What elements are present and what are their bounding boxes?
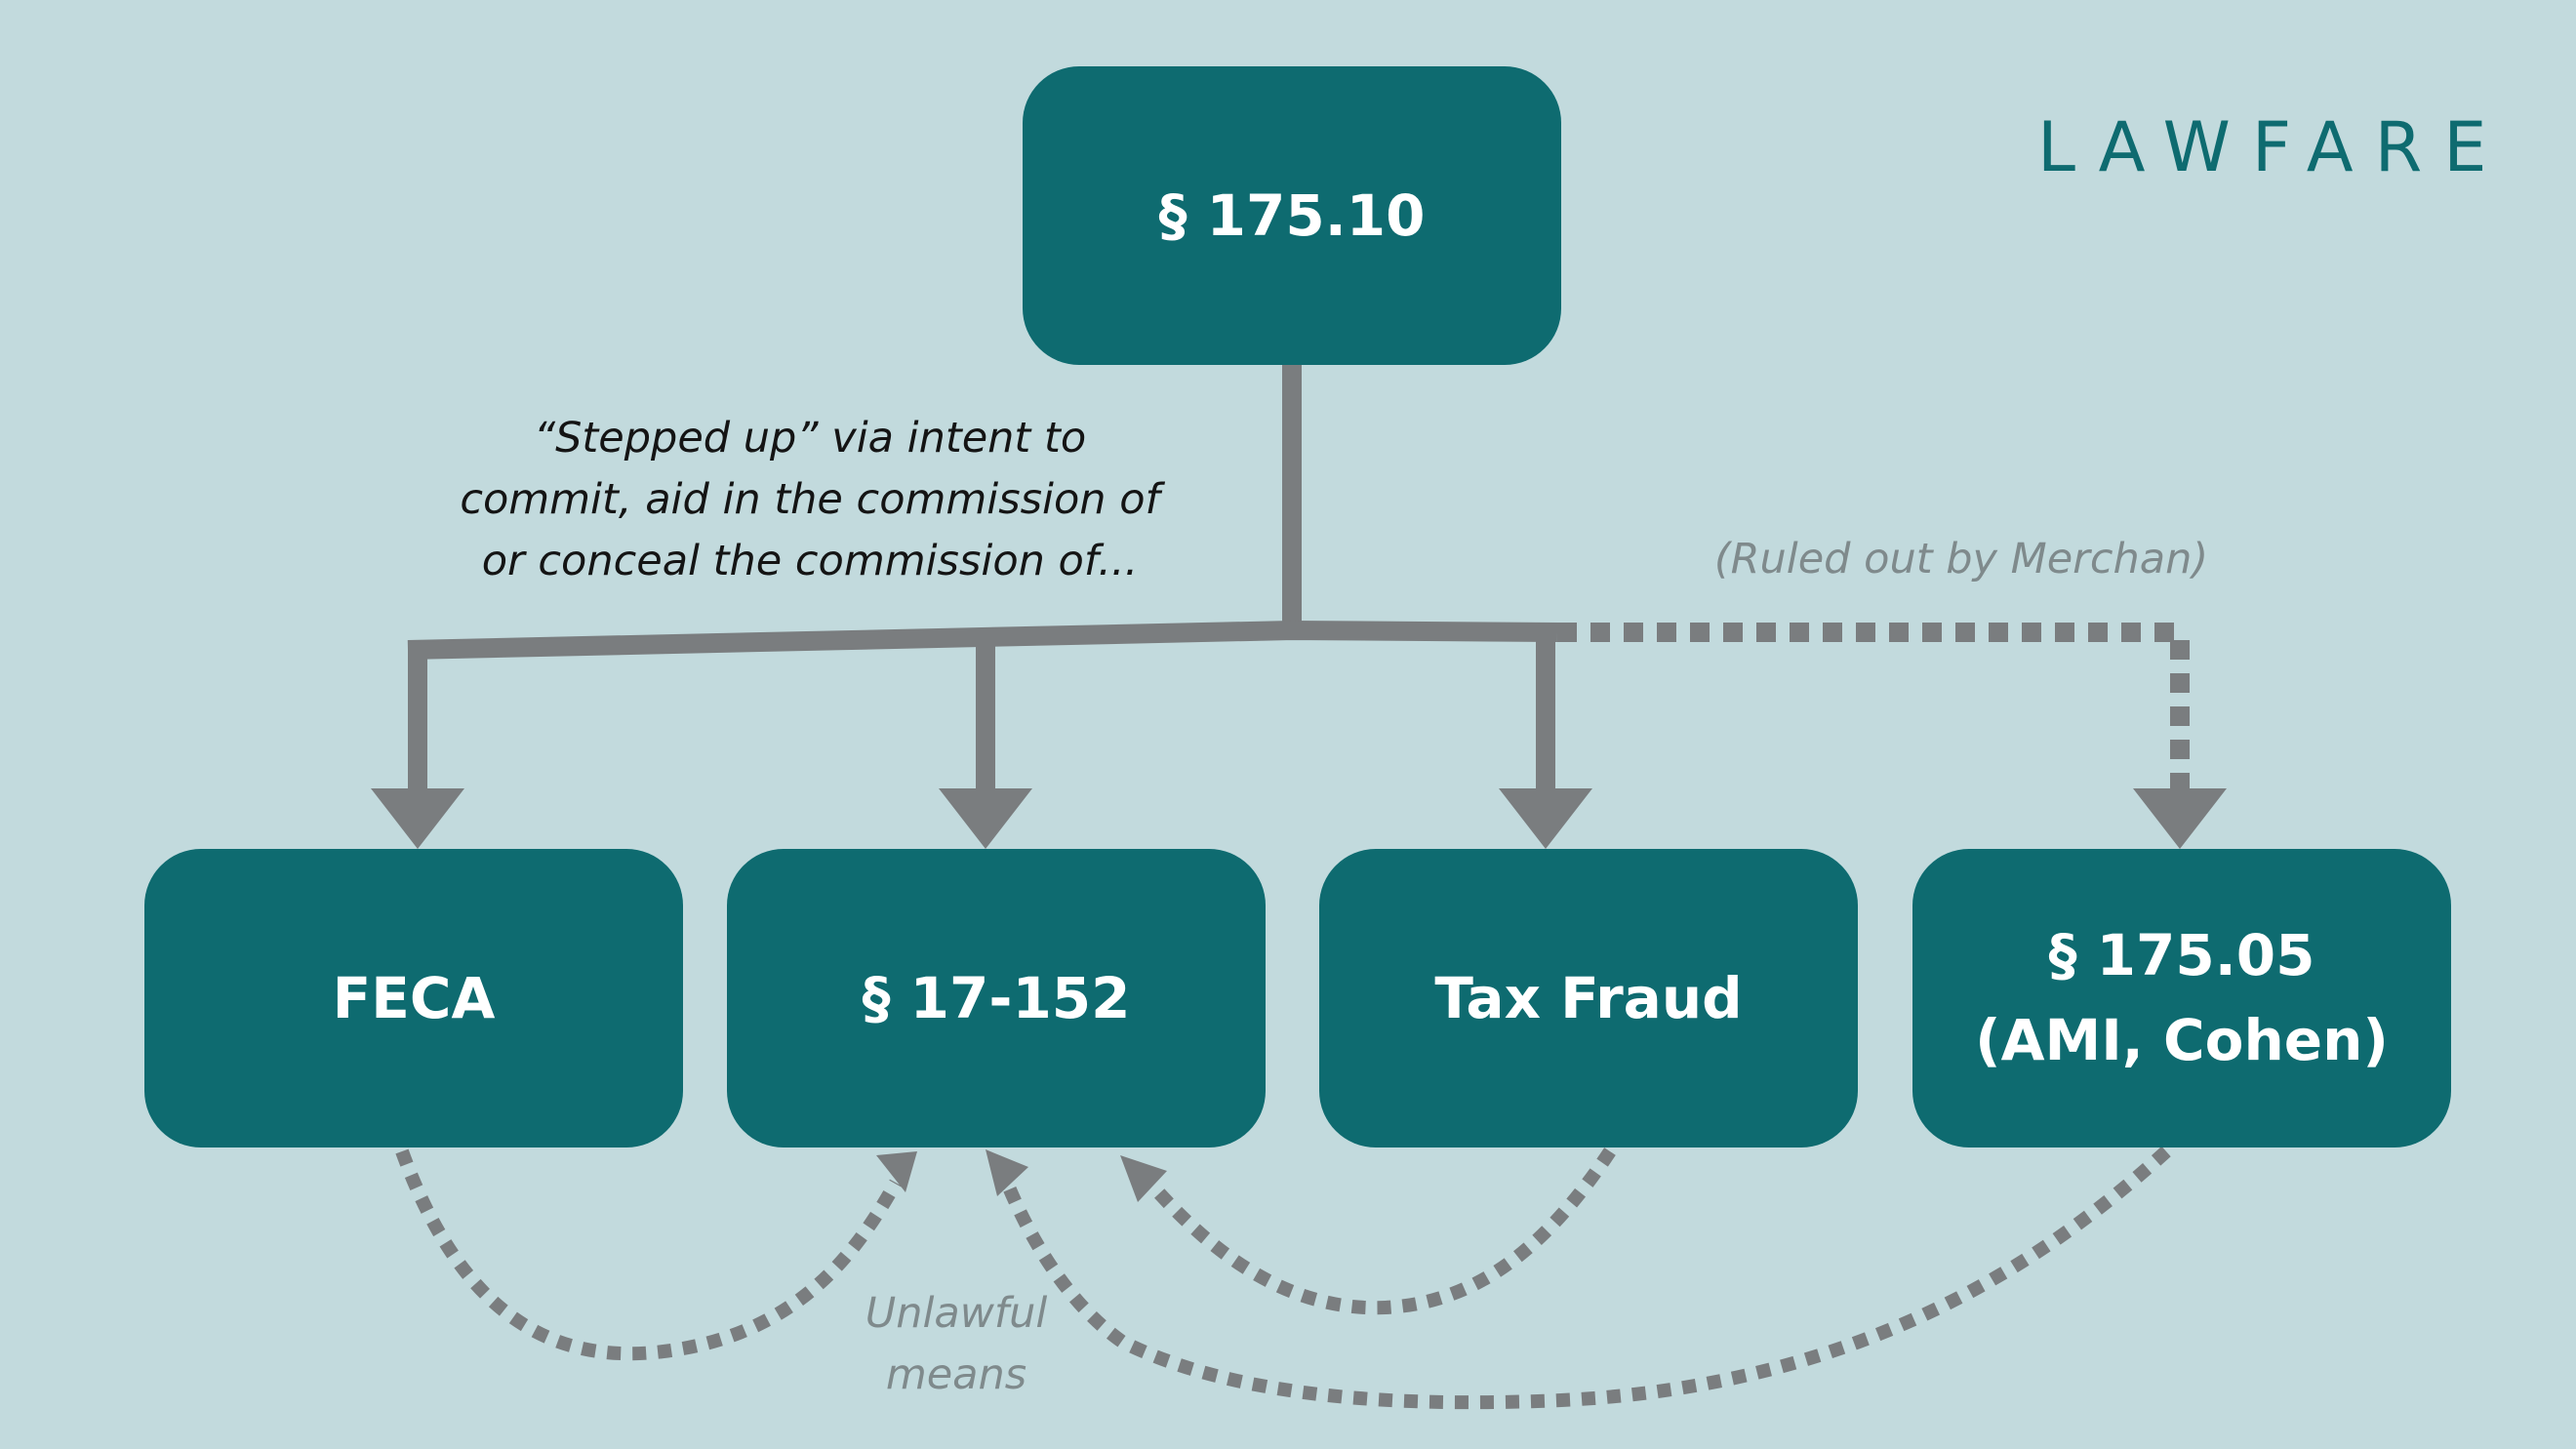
stepped-up-annotation: “Stepped up” via intent to commit, aid i…: [429, 408, 1190, 592]
dotted-curve-175-05-to-17-152: [1000, 1146, 2171, 1410]
node-17-152-label: § 17-152: [862, 964, 1131, 1031]
node-175-05: § 175.05 (AMI, Cohen): [1912, 849, 2451, 1147]
arrow-to-17-152: [939, 788, 1032, 849]
lawfare-logo: LAWFARE: [2037, 107, 2509, 187]
node-tax-fraud-label: Tax Fraud: [1434, 964, 1743, 1031]
node-tax-fraud: Tax Fraud: [1319, 849, 1858, 1147]
ruled-out-annotation: (Ruled out by Merchan): [1713, 535, 2209, 584]
unlawful-means-line-1: Unlawful: [865, 1289, 1048, 1338]
dotted-curve-feca-to-17-152: [395, 1148, 903, 1361]
arrowhead-from-175-05: [986, 1149, 1028, 1196]
node-17-152: § 17-152: [727, 849, 1266, 1147]
dotted-curve-tax-to-17-152: [1146, 1147, 1616, 1315]
arrowhead-from-tax: [1120, 1155, 1167, 1202]
stepped-up-line-2: commit, aid in the commission of: [460, 475, 1160, 524]
unlawful-means-annotation: Unlawful means: [800, 1283, 1112, 1406]
arrow-to-tax-fraud: [1499, 788, 1592, 849]
node-175-05-label-line2: (AMI, Cohen): [1975, 1007, 2389, 1073]
node-feca-label: FECA: [332, 964, 496, 1031]
stepped-up-line-3: or conceal the commission of...: [481, 537, 1139, 585]
stepped-up-line-1: “Stepped up” via intent to: [533, 414, 1087, 463]
unlawful-means-line-2: means: [885, 1350, 1027, 1399]
node-175-10-label: § 175.10: [1158, 181, 1426, 249]
dotted-arrow-to-175-05: [2133, 788, 2227, 849]
node-feca: FECA: [144, 849, 683, 1147]
node-175-10: § 175.10: [1023, 66, 1561, 365]
arrowhead-from-feca: [876, 1151, 917, 1192]
branch-bus-line: [407, 620, 1558, 660]
arrow-to-feca: [371, 788, 464, 849]
dotted-branch-to-175-05: [1557, 623, 2190, 788]
node-175-05-label-line1: § 175.05: [2048, 922, 2315, 988]
